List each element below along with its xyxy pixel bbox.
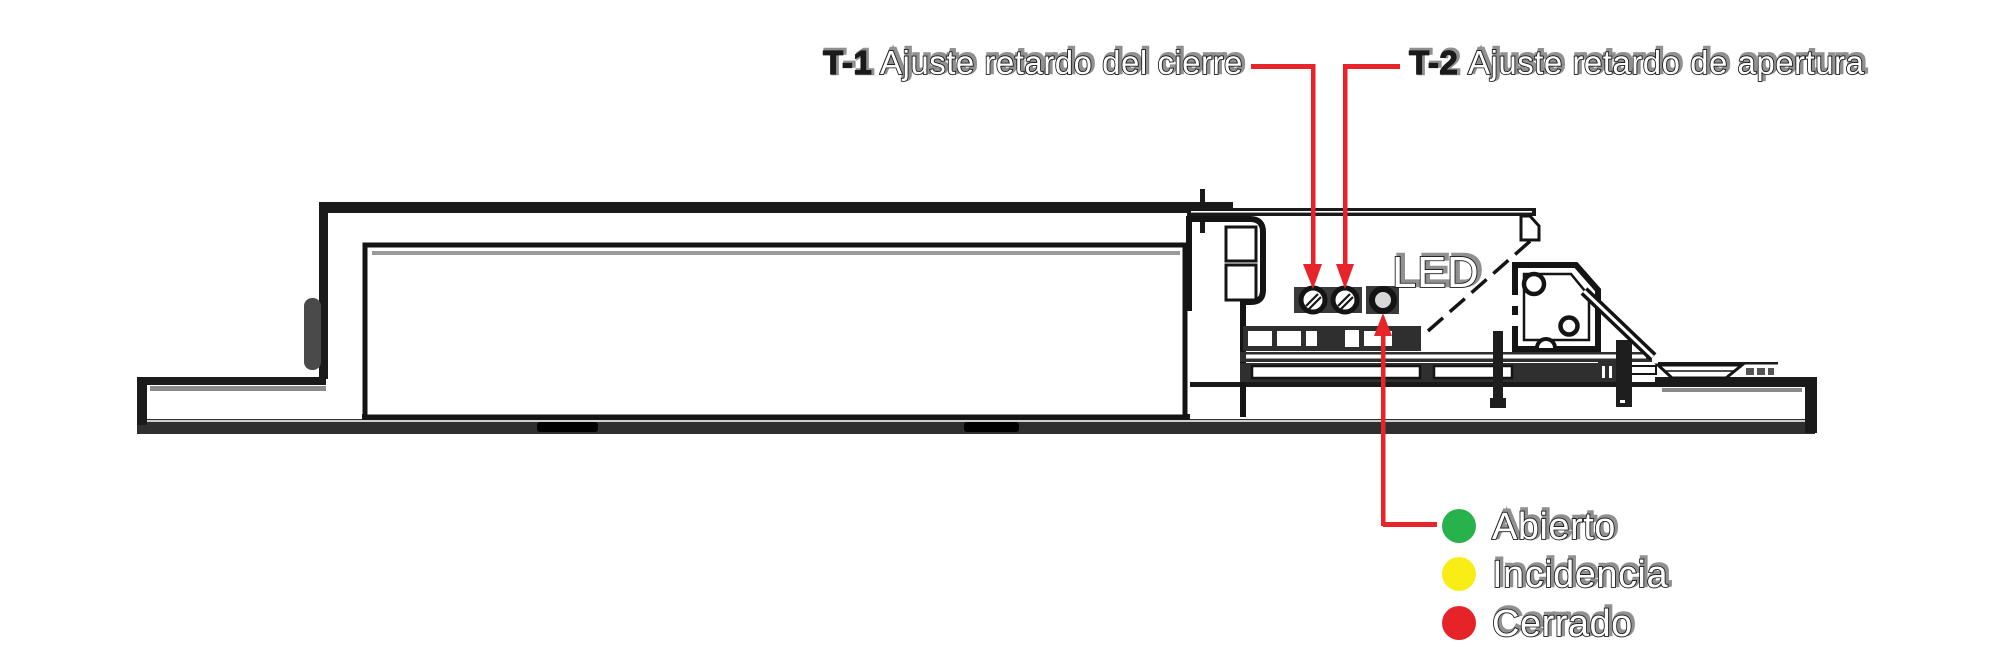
legend-label: Abierto — [1492, 506, 1616, 548]
carriage-extrusion — [1511, 262, 1601, 352]
t2-text: Ajuste retardo de apertura — [1468, 44, 1865, 81]
screw-boss-icon — [1521, 271, 1547, 297]
hook-profile — [1189, 216, 1266, 417]
red-leaders — [1251, 64, 1437, 527]
t1-leader-horizontal — [1251, 64, 1313, 69]
legend-label-shadow: Cerrado — [1494, 601, 1635, 643]
yellow-status-icon — [1442, 557, 1476, 591]
t2-arrowhead-icon — [1336, 264, 1354, 289]
callout-t1: T-1 T-1 Ajuste retardo del cierre Ajuste… — [822, 40, 1246, 83]
potentiometer-t1 — [1298, 285, 1328, 315]
half-boss-icon — [1535, 337, 1557, 349]
t2-id: T-2 — [1409, 44, 1458, 81]
callout-t2: T-2 T-2 Ajuste retardo de apertura Ajust… — [1408, 40, 1868, 83]
base-mech-line — [1190, 382, 1660, 387]
legend-item-abierto: Abierto Abierto — [1442, 502, 1620, 549]
red-status-icon — [1442, 606, 1476, 640]
panel-leaf-core — [362, 242, 1188, 420]
hook-slot-lower — [1224, 263, 1258, 302]
fixing-pins — [1490, 331, 1632, 408]
base-slot-right — [964, 422, 1019, 432]
t2-leader-vertical — [1343, 64, 1348, 266]
housing-top-bar-inner — [1191, 211, 1532, 213]
legend-label: Cerrado — [1492, 603, 1633, 645]
t1-leader-vertical — [1311, 64, 1316, 266]
screw-slot-icon — [1337, 293, 1351, 307]
operator-housing — [1186, 208, 1778, 417]
cover-diagonal-dashed — [1426, 234, 1538, 333]
base-right-shadow — [1662, 388, 1802, 392]
base-band-highlight — [140, 420, 1810, 422]
led-legend: Abierto Abierto Incidencia Incidencia Ce… — [1442, 502, 1672, 646]
legend-item-cerrado: Cerrado Cerrado — [1442, 599, 1637, 646]
potentiometer-t2 — [1330, 285, 1360, 315]
panel-left-stile — [319, 202, 328, 379]
hook-slot-upper — [1224, 225, 1258, 263]
screw-slot-icon — [1340, 296, 1354, 310]
panel-top-rail — [322, 202, 1233, 213]
diagonal-brace — [1580, 287, 1657, 361]
panel-left-bumper — [304, 298, 321, 370]
t1-arrowhead-icon — [1303, 264, 1322, 289]
t2-id-shadow: T-2 — [1411, 43, 1460, 80]
callout-led: LED LED — [1391, 244, 1484, 298]
t2-leader-horizontal — [1345, 64, 1400, 69]
legend-label-shadow: Incidencia — [1494, 552, 1670, 594]
led-leader-horizontal — [1383, 522, 1437, 527]
screw-slot-icon — [1305, 293, 1319, 307]
t1-text-shadow: Ajuste retardo del cierre — [882, 42, 1245, 79]
base-slot-left — [537, 422, 598, 432]
base-left-shadow — [150, 386, 326, 391]
t1-id: T-1 — [823, 44, 872, 81]
t1-id-shadow: T-1 — [825, 43, 874, 80]
panel-inner-shadow — [372, 251, 1180, 255]
terminal-strip — [1243, 326, 1421, 351]
legend-label-shadow: Abierto — [1494, 504, 1618, 546]
housing-end-notch — [1519, 214, 1541, 242]
screw-slot-icon — [1308, 296, 1322, 310]
led-label-shadow: LED — [1395, 246, 1482, 295]
base-right-segment — [1655, 377, 1817, 433]
screw-boss-icon — [1558, 315, 1580, 337]
base-left-ledge — [137, 377, 326, 425]
led-label: LED — [1392, 248, 1479, 297]
legend-label: Incidencia — [1492, 554, 1668, 596]
legend-item-incidencia: Incidencia Incidencia — [1442, 550, 1672, 597]
led-arrowhead-icon — [1374, 313, 1392, 336]
green-status-icon — [1442, 509, 1476, 543]
door-panel — [304, 189, 1233, 420]
t2-text-shadow: Ajuste retardo de apertura — [1470, 42, 1867, 79]
led-leader-vertical — [1381, 334, 1386, 526]
t1-text: Ajuste retardo del cierre — [880, 44, 1243, 81]
guide-rails — [1240, 352, 1652, 382]
rail-clip-assembly — [1598, 362, 1778, 382]
led-indicator — [1369, 286, 1397, 314]
